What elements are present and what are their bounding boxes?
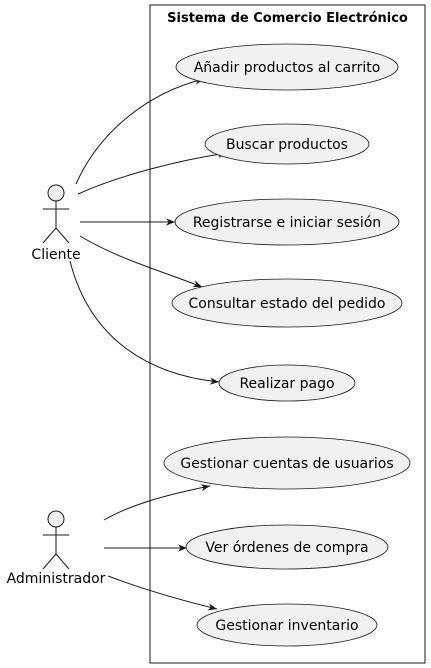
association-admin-inventario bbox=[107, 575, 218, 611]
use-case-cuentas: Gestionar cuentas de usuarios bbox=[163, 436, 411, 490]
use-case-cuentas-shape bbox=[163, 436, 411, 490]
use-case-anadir-shape bbox=[175, 43, 399, 91]
actor-cliente bbox=[42, 184, 70, 244]
use-case-ordenes: Ver órdenes de compra bbox=[185, 524, 389, 570]
association-cliente-buscar bbox=[77, 150, 228, 195]
actor-administrador-left-leg bbox=[42, 553, 57, 570]
association-cliente-consultar bbox=[79, 235, 203, 288]
use-case-registrarse-shape bbox=[174, 198, 400, 246]
use-case-ordenes-label: Ver órdenes de compra bbox=[205, 540, 368, 556]
use-case-buscar-shape bbox=[204, 123, 370, 165]
use-case-inventario-label: Gestionar inventario bbox=[215, 618, 358, 634]
use-case-registrarse-label: Registrarse e iniciar sesión bbox=[193, 215, 381, 231]
use-case-buscar-label: Buscar productos bbox=[226, 137, 348, 153]
system-title: Sistema de Comercio Electrónico bbox=[167, 11, 408, 26]
actor-cliente-label: Cliente bbox=[31, 247, 80, 263]
use-case-pago-shape bbox=[218, 364, 356, 402]
actor-administrador-right-leg bbox=[55, 553, 70, 570]
use-case-pago: Realizar pago bbox=[218, 364, 356, 402]
actor-cliente-left-leg bbox=[42, 227, 57, 244]
use-case-anadir: Añadir productos al carrito bbox=[175, 43, 399, 91]
use-case-cuentas-label: Gestionar cuentas de usuarios bbox=[180, 456, 393, 472]
use-case-ordenes-shape bbox=[185, 524, 389, 570]
association-cliente-anadir bbox=[75, 77, 205, 185]
use-case-consultar-label: Consultar estado del pedido bbox=[189, 296, 386, 312]
actor-administrador bbox=[42, 510, 70, 570]
system-boundary: Sistema de Comercio Electrónico bbox=[149, 4, 426, 664]
use-case-pago-label: Realizar pago bbox=[239, 376, 334, 392]
actor-administrador-label: Administrador bbox=[7, 571, 106, 587]
use-case-inventario-shape bbox=[196, 603, 378, 647]
actor-cliente-right-leg bbox=[55, 227, 70, 244]
use-case-anadir-label: Añadir productos al carrito bbox=[194, 60, 381, 76]
actor-administrador-head bbox=[47, 510, 65, 528]
system-boundary-frame bbox=[149, 4, 426, 664]
use-case-registrarse: Registrarse e iniciar sesión bbox=[174, 198, 400, 246]
association-admin-cuentas bbox=[103, 484, 211, 521]
use-case-consultar-shape bbox=[171, 278, 403, 328]
use-case-buscar: Buscar productos bbox=[204, 123, 370, 165]
use-case-consultar: Consultar estado del pedido bbox=[171, 278, 403, 328]
associations bbox=[69, 77, 228, 611]
association-cliente-pago bbox=[69, 260, 220, 385]
use-case-inventario: Gestionar inventario bbox=[196, 603, 378, 647]
actor-cliente-head bbox=[47, 184, 65, 202]
